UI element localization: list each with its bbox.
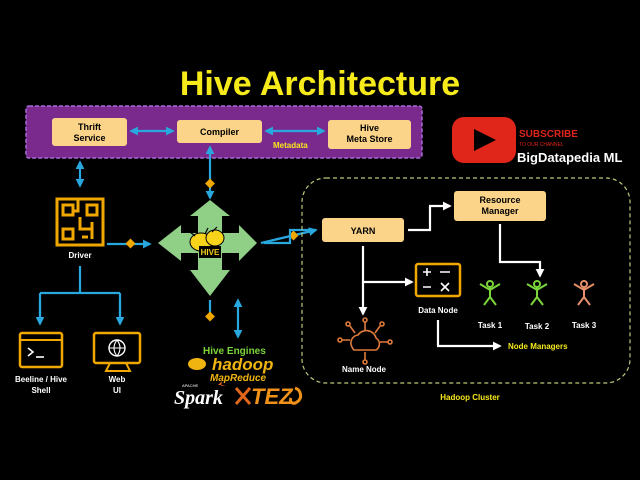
page-title: Hive Architecture xyxy=(180,65,460,103)
thrift-service-box[interactable]: Thrift Service xyxy=(52,118,127,146)
to-channel-label: TO OUR CHANNEL xyxy=(519,142,564,148)
compiler-box[interactable]: Compiler xyxy=(177,120,262,143)
terminal-icon xyxy=(18,331,64,369)
hadoop-logo: hadoop xyxy=(212,355,273,374)
hive-bee-logo xyxy=(189,226,225,258)
engines-connector-diamond xyxy=(205,311,215,322)
hub-yarn-line xyxy=(264,228,316,245)
task-3-icon xyxy=(573,280,595,306)
hadoop-cluster-label: Hadoop Cluster xyxy=(440,393,500,402)
metastore-box[interactable]: Hive Meta Store xyxy=(328,120,411,149)
driver-icon xyxy=(55,197,105,247)
task-2-icon xyxy=(526,280,548,306)
yarn-box[interactable]: YARN xyxy=(322,218,404,242)
metastore-line1: Hive xyxy=(360,123,379,133)
datanode-managers-arrow xyxy=(436,320,502,351)
driver-clients-lines xyxy=(38,266,122,318)
driver-connector-diamond xyxy=(125,238,136,249)
task-1-icon xyxy=(479,280,501,306)
webui-line1: Web xyxy=(109,375,126,384)
data-node-label: Data Node xyxy=(418,306,458,315)
cross-icon xyxy=(234,387,252,405)
compiler-label: Compiler xyxy=(200,127,240,137)
mapreduce-logo: MapReduce xyxy=(210,373,267,384)
web-ui-icon xyxy=(92,331,142,372)
resource-manager-box[interactable]: Resource Manager xyxy=(454,191,546,221)
thrift-line1: Thrift xyxy=(78,122,101,132)
rm-line1: Resource xyxy=(479,195,520,205)
subscribe-label: SUBSCRIBE xyxy=(519,129,578,140)
data-node-icon xyxy=(414,262,462,298)
node-managers-label: Node Managers xyxy=(508,342,568,351)
task-2-label: Task 2 xyxy=(525,322,550,331)
beeline-line1: Beeline / Hive xyxy=(15,375,68,384)
task-3-label: Task 3 xyxy=(572,321,597,330)
hive-logo-text: HIVE xyxy=(201,248,220,257)
compiler-connector-diamond xyxy=(205,178,215,189)
yarn-rm-arrow xyxy=(408,201,452,232)
metastore-line2: Meta Store xyxy=(346,134,392,144)
driver-label: Driver xyxy=(68,251,91,260)
hadoop-elephant-icon xyxy=(188,358,206,370)
task-1-label: Task 1 xyxy=(478,321,503,330)
hive-engines-label: Hive Engines xyxy=(203,346,266,357)
name-node-label: Name Node xyxy=(342,365,387,374)
yarn-label: YARN xyxy=(351,226,376,236)
spark-star-icon xyxy=(218,381,226,386)
beeline-line2: Shell xyxy=(31,386,50,395)
hub-yarn-arrow xyxy=(260,227,318,245)
name-node-icon xyxy=(337,317,393,365)
spark-logo: Spark xyxy=(174,387,223,409)
rm-line2: Manager xyxy=(481,206,519,216)
tez-logo: TEZ xyxy=(251,384,294,409)
thrift-line2: Service xyxy=(73,133,105,143)
webui-line2: UI xyxy=(113,386,121,395)
apache-label: APACHE xyxy=(182,383,198,388)
hadoop-cluster-box xyxy=(301,177,631,384)
tez-swirl-icon xyxy=(289,386,303,405)
metadata-label: Metadata xyxy=(273,141,308,150)
youtube-subscribe-button[interactable] xyxy=(452,117,516,163)
channel-brand: BigDatapedia ML xyxy=(517,150,623,165)
rm-tasks-arrow xyxy=(498,224,545,278)
